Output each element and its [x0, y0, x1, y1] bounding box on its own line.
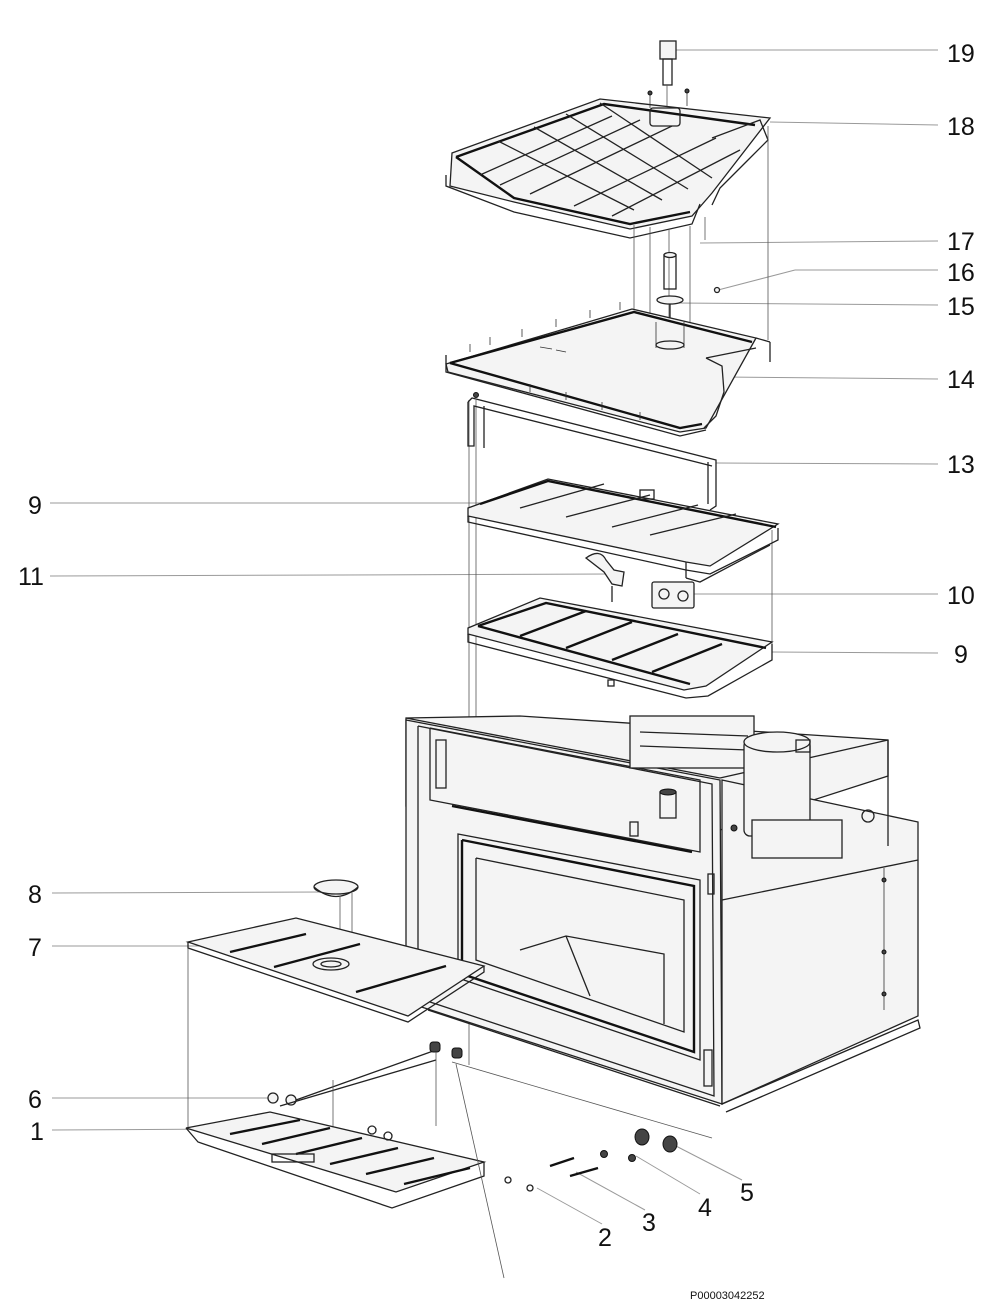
- part-3-screws: [549, 1156, 599, 1178]
- callout-6: 6: [28, 1086, 42, 1114]
- reference-code: P00003042252: [690, 1290, 765, 1302]
- part-19-connector: [659, 40, 677, 112]
- part-16-washer: [713, 286, 721, 294]
- part-13-bracket: [467, 392, 717, 511]
- part-9-upper-plate: [467, 478, 780, 583]
- callout-4: 4: [698, 1194, 712, 1222]
- part-17-shaft: [663, 251, 677, 290]
- callout-18: 18: [947, 113, 975, 141]
- lower-guide-lines: [451, 1061, 713, 1279]
- part-14-frame-tray: [445, 302, 771, 437]
- callout-1: 1: [30, 1118, 44, 1146]
- callout-7: 7: [28, 934, 42, 962]
- callout-11: 11: [18, 563, 44, 591]
- part-11-sensor-clip: [584, 552, 625, 602]
- part-5-feet: [634, 1128, 678, 1153]
- part-9-lower-tray: [467, 597, 774, 699]
- callout-9-upper: 9: [28, 492, 42, 520]
- callout-3: 3: [642, 1209, 656, 1237]
- part-10-lamp-holder: [651, 581, 695, 609]
- part-1-drip-tray: [185, 1111, 487, 1209]
- callout-16: 16: [947, 259, 975, 287]
- callout-17: 17: [947, 228, 975, 256]
- callout-10: 10: [947, 582, 975, 610]
- callout-13: 13: [947, 451, 975, 479]
- callout-5: 5: [740, 1179, 754, 1207]
- oven-housing: [405, 715, 921, 1113]
- part-7-glass-panel: [185, 917, 486, 1128]
- callout-14: 14: [947, 366, 975, 394]
- callout-9-lower: 9: [954, 641, 968, 669]
- part-18-top-cover: [445, 88, 772, 239]
- callout-15: 15: [947, 293, 975, 321]
- callout-2: 2: [598, 1224, 612, 1252]
- part-2-washer: [504, 1176, 534, 1192]
- part-6-hinge-pins: [267, 1041, 463, 1130]
- part-4-nuts: [600, 1150, 636, 1162]
- callout-19: 19: [947, 40, 975, 68]
- leader-lines: [49, 49, 939, 1225]
- callout-8: 8: [28, 881, 42, 909]
